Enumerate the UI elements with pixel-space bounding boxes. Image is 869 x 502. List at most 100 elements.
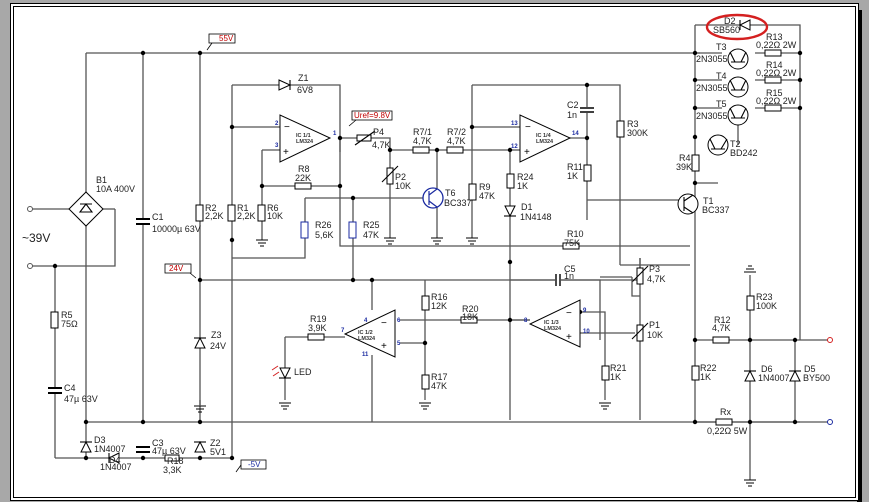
junctions [52, 50, 803, 461]
transistor-t4[interactable]: T4 2N3055 [696, 71, 749, 98]
opamp-ic1-3[interactable]: −+ 9 10 8 IC 1/3 LM324 [524, 299, 590, 348]
svg-text:C2: C2 [567, 100, 579, 110]
svg-text:R10: R10 [567, 229, 584, 239]
capacitor-c3[interactable]: C3 47µ 63V [136, 438, 186, 456]
svg-text:300K: 300K [627, 128, 648, 138]
svg-text:T4: T4 [716, 71, 727, 81]
resistor-r2[interactable]: R22,2K [195, 203, 224, 222]
svg-text:24V: 24V [210, 341, 226, 351]
svg-text:2N3055: 2N3055 [696, 54, 728, 64]
svg-text:-5V: -5V [248, 460, 261, 469]
window-shadow [857, 10, 862, 502]
resistor-r7-2[interactable]: R7/24,7K [446, 127, 466, 154]
capacitor-c2[interactable]: C2 1n [567, 100, 594, 120]
bridge-rectifier-b1[interactable]: B1 10A 400V [68, 175, 135, 227]
svg-text:D4: D4 [109, 455, 121, 465]
svg-text:6V8: 6V8 [297, 85, 313, 95]
svg-text:R19: R19 [310, 314, 327, 324]
potentiometer-p4[interactable]: P44,7K [354, 127, 391, 150]
svg-text:1N4148: 1N4148 [520, 212, 552, 222]
svg-text:IC 1/4: IC 1/4 [536, 133, 552, 139]
svg-text:R13: R13 [766, 32, 783, 42]
svg-text:R22: R22 [700, 363, 717, 373]
svg-text:2N3055: 2N3055 [696, 83, 728, 93]
svg-text:R12: R12 [714, 315, 731, 325]
svg-text:P2: P2 [395, 172, 406, 182]
svg-text:39K: 39K [676, 162, 692, 172]
svg-text:R8: R8 [298, 164, 310, 174]
ac-input-terminal-1[interactable] [27, 206, 33, 212]
resistor-r1[interactable]: R12,2K [227, 203, 256, 222]
svg-text:9: 9 [583, 308, 587, 314]
resistor-r7-1[interactable]: R7/14,7K [412, 127, 432, 154]
ac-input-terminal-2[interactable] [27, 263, 33, 269]
svg-text:1N4007: 1N4007 [758, 373, 790, 383]
svg-text:+: + [381, 341, 387, 352]
capacitor-c5[interactable]: C5 1n [555, 264, 576, 286]
svg-text:LED: LED [294, 367, 312, 377]
led[interactable]: LED [271, 365, 312, 380]
svg-text:R17: R17 [431, 372, 448, 382]
svg-text:R21: R21 [610, 363, 627, 373]
d2-highlight-annotation [705, 13, 769, 41]
capacitor-c1[interactable]: C1 10000µ 63V [136, 212, 201, 234]
svg-text:2: 2 [275, 121, 279, 127]
svg-text:−: − [566, 308, 572, 319]
output-positive-terminal[interactable] [827, 337, 833, 343]
resistor-rx[interactable]: Rx0,22Ω 5W [707, 407, 748, 436]
svg-text:8: 8 [524, 318, 528, 324]
opamp-ic1-2[interactable]: −+ 6 5 7 4 11 IC 1/2 LM324 [341, 309, 401, 358]
potentiometer-p3[interactable]: P34,7K [631, 264, 666, 297]
svg-text:4,7K: 4,7K [413, 136, 432, 146]
svg-text:IC 1/2: IC 1/2 [358, 330, 373, 336]
svg-text:R15: R15 [766, 88, 783, 98]
svg-text:LM324: LM324 [296, 139, 314, 145]
opamp-ic1-1[interactable]: −+ 2 3 1 IC 1/1 LM324 [275, 114, 337, 163]
svg-text:10K: 10K [395, 181, 411, 191]
output-negative-terminal[interactable] [827, 419, 833, 425]
opamp-ic1-4[interactable]: −+ 13 12 14 IC 1/4 LM324 [511, 114, 579, 163]
svg-text:D5: D5 [804, 364, 816, 374]
capacitor-c4[interactable]: C4 47µ 63V [48, 383, 98, 404]
svg-text:4,7K: 4,7K [447, 136, 466, 146]
